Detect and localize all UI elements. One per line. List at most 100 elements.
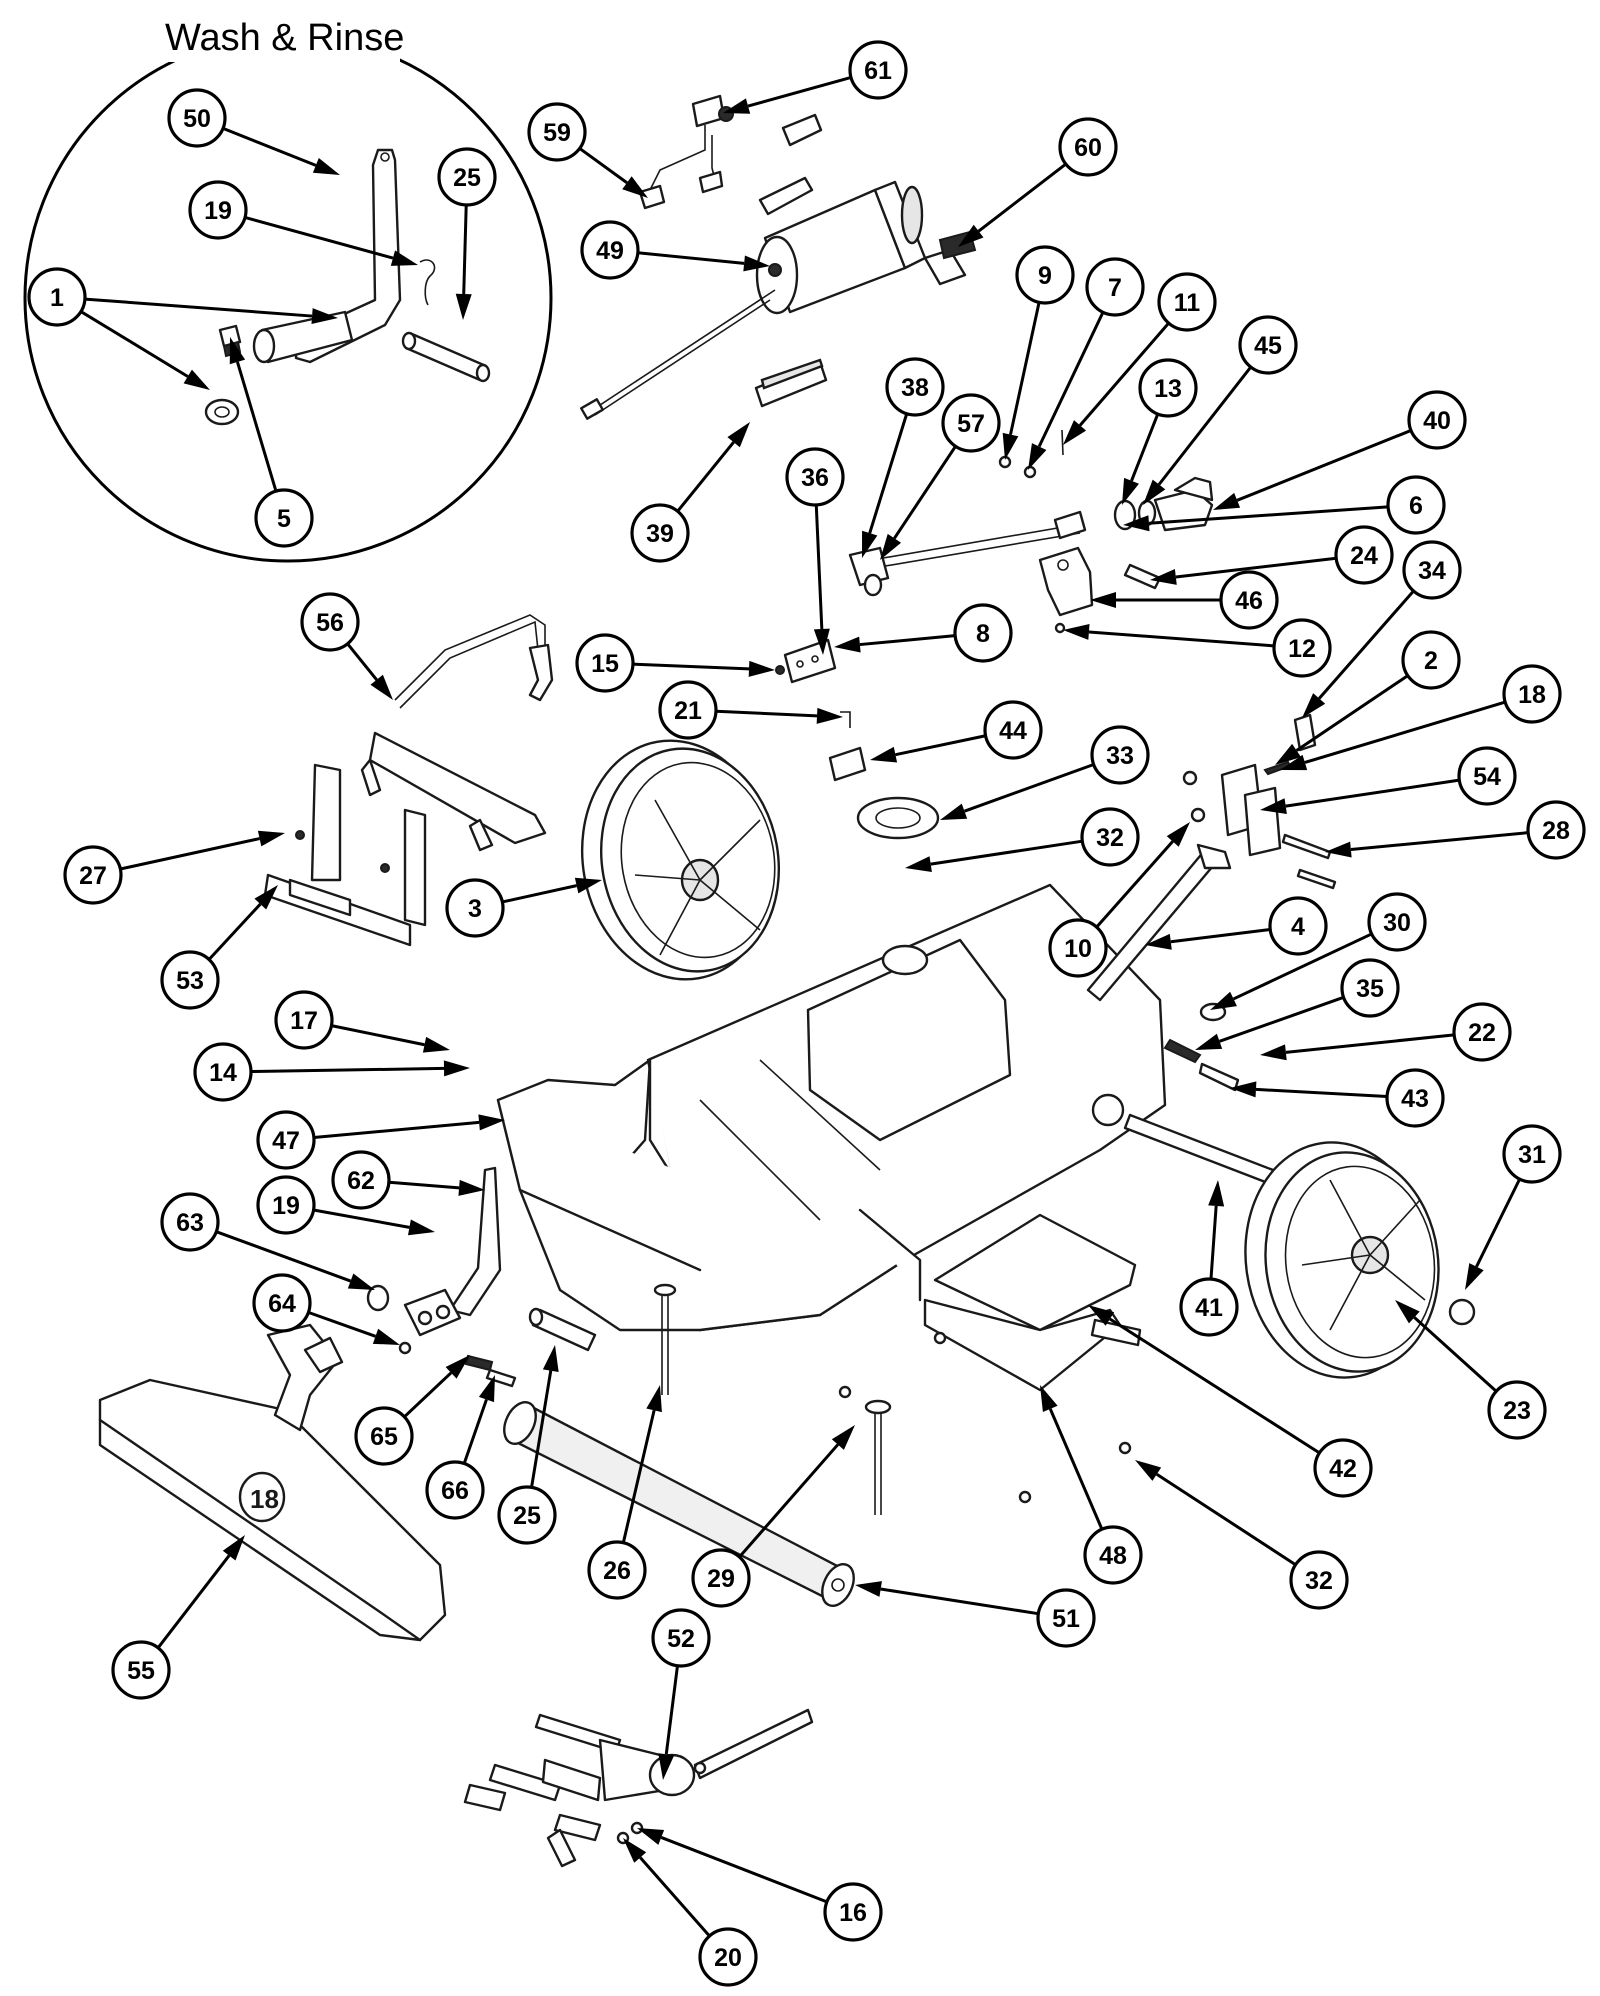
wheel-right bbox=[1123, 1113, 1476, 1379]
callout-number: 3 bbox=[468, 895, 482, 923]
callout-21: 21 bbox=[658, 680, 718, 740]
callout-balloon bbox=[1340, 958, 1400, 1018]
leader-line-60 bbox=[977, 162, 1067, 233]
leader-arrow-11 bbox=[1063, 420, 1087, 445]
callout-balloon bbox=[1289, 1550, 1349, 1610]
leader-arrow-4 bbox=[1145, 933, 1172, 950]
leader-arrow-14 bbox=[443, 1060, 470, 1077]
callout-45: 45 bbox=[1238, 315, 1298, 375]
callout-number: 1 bbox=[50, 284, 64, 312]
callout-balloon bbox=[1138, 358, 1198, 418]
leader-arrow-33 bbox=[940, 803, 968, 820]
callout-48: 48 bbox=[1083, 1525, 1143, 1585]
leader-arrow-35 bbox=[1195, 1033, 1223, 1050]
leader-line-45 bbox=[1157, 366, 1252, 486]
leader-arrow-23 bbox=[1395, 1300, 1420, 1324]
leader-arrow-22 bbox=[1260, 1044, 1287, 1061]
callout-balloon bbox=[27, 267, 87, 327]
callout-1: 1 bbox=[27, 267, 87, 327]
wash-rinse-detail: Wash & Rinse bbox=[23, 12, 553, 563]
callout-balloon bbox=[437, 147, 497, 207]
callout-number: 25 bbox=[513, 1502, 541, 1530]
leader-line-35 bbox=[1219, 995, 1345, 1043]
callout-balloon bbox=[580, 220, 640, 280]
leader-arrow-63 bbox=[347, 1273, 375, 1290]
leader-line-51 bbox=[880, 1587, 1039, 1616]
callout-balloon bbox=[1080, 807, 1140, 867]
callout-number: 49 bbox=[596, 237, 624, 265]
callout-balloon bbox=[497, 1485, 557, 1545]
leader-line-3 bbox=[502, 884, 577, 904]
leader-line-62 bbox=[388, 1180, 460, 1190]
callout-number: 34 bbox=[1418, 557, 1446, 585]
callout-balloon bbox=[1090, 725, 1150, 785]
callout-balloon bbox=[1457, 746, 1517, 806]
callout-53: 53 bbox=[160, 950, 220, 1010]
callout-number: 48 bbox=[1099, 1542, 1127, 1570]
callout-number: 11 bbox=[1174, 289, 1201, 317]
leader-arrow-17 bbox=[422, 1036, 450, 1053]
leader-arrow-62 bbox=[458, 1179, 485, 1196]
leader-arrow-31 bbox=[1465, 1263, 1484, 1290]
callout-number: 6 bbox=[1409, 492, 1423, 520]
callout-19: 19 bbox=[256, 1175, 316, 1235]
callout-25: 25 bbox=[497, 1485, 557, 1545]
callout-11: 11 bbox=[1157, 272, 1217, 332]
leader-line-16 bbox=[660, 1836, 828, 1904]
callout-balloon bbox=[1407, 390, 1467, 450]
callout-46: 46 bbox=[1219, 570, 1279, 630]
detail-title: Wash & Rinse bbox=[165, 17, 404, 59]
callout-65: 65 bbox=[354, 1406, 414, 1466]
leader-arrow-25 bbox=[455, 293, 472, 320]
callout-balloon bbox=[983, 700, 1043, 760]
callout-number: 14 bbox=[209, 1059, 237, 1087]
callout-57: 57 bbox=[941, 393, 1001, 453]
callout-number: 40 bbox=[1423, 407, 1451, 435]
svg-text:18: 18 bbox=[250, 1484, 279, 1514]
callout-32: 32 bbox=[1080, 807, 1140, 867]
leader-line-48 bbox=[1048, 1408, 1104, 1530]
callout-number: 22 bbox=[1468, 1019, 1496, 1047]
leader-arrow-59 bbox=[622, 176, 648, 198]
callout-balloon bbox=[1313, 1438, 1373, 1498]
callout-balloon bbox=[445, 878, 505, 938]
callout-number: 54 bbox=[1473, 763, 1501, 791]
callout-64: 64 bbox=[252, 1273, 312, 1333]
leader-arrow-8 bbox=[834, 636, 861, 653]
callout-number: 13 bbox=[1154, 375, 1182, 403]
callout-balloon bbox=[1401, 630, 1461, 690]
callout-24: 24 bbox=[1334, 525, 1394, 585]
leader-arrow-9 bbox=[1002, 432, 1019, 460]
callout-number: 12 bbox=[1288, 635, 1316, 663]
leader-line-47 bbox=[313, 1120, 480, 1139]
callout-balloon bbox=[160, 1192, 220, 1252]
motor-assembly bbox=[580, 94, 977, 420]
leader-line-1 bbox=[80, 310, 189, 378]
leader-arrow-13 bbox=[1122, 477, 1139, 505]
callout-number: 57 bbox=[957, 410, 985, 438]
callout-54: 54 bbox=[1457, 746, 1517, 806]
callout-balloon bbox=[1083, 1525, 1143, 1585]
leader-line-65 bbox=[403, 1371, 453, 1418]
callout-balloon bbox=[193, 1042, 253, 1102]
leader-arrow-64 bbox=[372, 1328, 400, 1345]
callout-number: 15 bbox=[591, 650, 619, 678]
leader-arrow-16 bbox=[637, 1828, 665, 1845]
leader-line-29 bbox=[738, 1443, 839, 1558]
callout-balloon bbox=[698, 1927, 758, 1987]
callout-number: 59 bbox=[543, 119, 571, 147]
callout-balloon bbox=[1157, 272, 1217, 332]
callout-61: 61 bbox=[848, 40, 908, 100]
callout-22: 22 bbox=[1452, 1002, 1512, 1062]
leader-arrow-27 bbox=[257, 830, 285, 847]
leader-arrow-10 bbox=[1166, 822, 1190, 847]
callout-56: 56 bbox=[300, 592, 360, 652]
callout-13: 13 bbox=[1138, 358, 1198, 418]
callout-balloon bbox=[1367, 892, 1427, 952]
leader-arrow-55 bbox=[222, 1535, 245, 1561]
callout-balloon bbox=[1334, 525, 1394, 585]
leader-line-24 bbox=[1175, 556, 1337, 579]
leader-line-57 bbox=[893, 445, 957, 540]
leader-arrow-19 bbox=[390, 250, 418, 266]
callout-number: 5 bbox=[277, 505, 291, 533]
